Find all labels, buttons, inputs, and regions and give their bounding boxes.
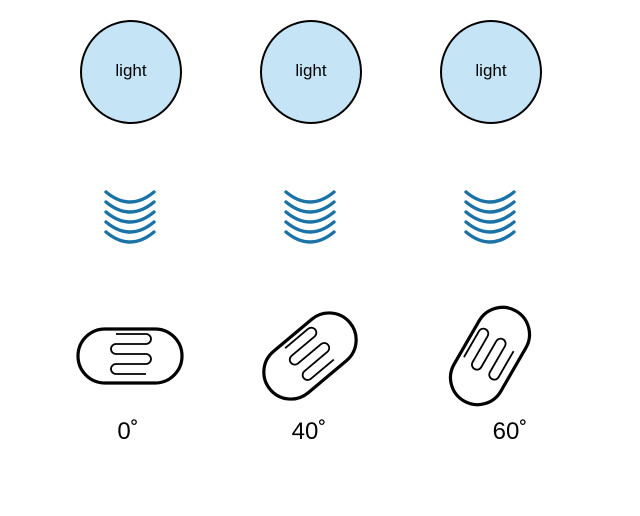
light-source: light [80, 20, 182, 124]
photoresistor-graphic [76, 327, 184, 385]
angle-label: 0˚ [117, 418, 139, 445]
wave-arc [464, 210, 516, 224]
wave-arc [284, 190, 336, 204]
light-waves-graphic [464, 190, 516, 244]
light-waves-icon [280, 186, 340, 256]
light-waves-icon [460, 186, 520, 256]
photoresistor-graphic [262, 311, 358, 401]
wave-arc [464, 220, 516, 234]
photoresistor-icon [430, 296, 550, 416]
panel-0-degrees: light 0˚ [40, 0, 220, 516]
wave-arc [104, 230, 156, 244]
wave-arc [464, 200, 516, 214]
sensor-body [448, 305, 532, 407]
sensor-body [76, 327, 184, 385]
light-waves-graphic [104, 190, 156, 244]
photoresistor-icon [70, 296, 190, 416]
panel-60-degrees: light 60˚ [400, 0, 580, 516]
wave-arc [104, 220, 156, 234]
angle-label: 40˚ [291, 418, 327, 445]
light-label: light [115, 60, 147, 80]
panel-40-degrees: light 40˚ [220, 0, 400, 516]
wave-arc [104, 210, 156, 224]
wave-arc [104, 200, 156, 214]
photoresistor-icon [250, 296, 370, 416]
wave-arc [284, 220, 336, 234]
sensor-body [262, 311, 358, 401]
wave-arc [104, 190, 156, 204]
wave-arc [464, 230, 516, 244]
wave-arc [284, 200, 336, 214]
wave-arc [284, 210, 336, 224]
light-source: light [440, 20, 542, 124]
light-waves-icon [100, 186, 160, 256]
photoresistor-graphic [448, 305, 532, 407]
light-label: light [475, 60, 507, 80]
light-label: light [295, 60, 327, 80]
sensor-serpentine [110, 333, 152, 375]
sensor-serpentine [463, 327, 515, 381]
wave-arc [284, 230, 336, 244]
light-source: light [260, 20, 362, 124]
wave-arc [464, 190, 516, 204]
angle-label: 60˚ [492, 418, 528, 445]
light-waves-graphic [284, 190, 336, 244]
sensor-serpentine [284, 326, 335, 381]
